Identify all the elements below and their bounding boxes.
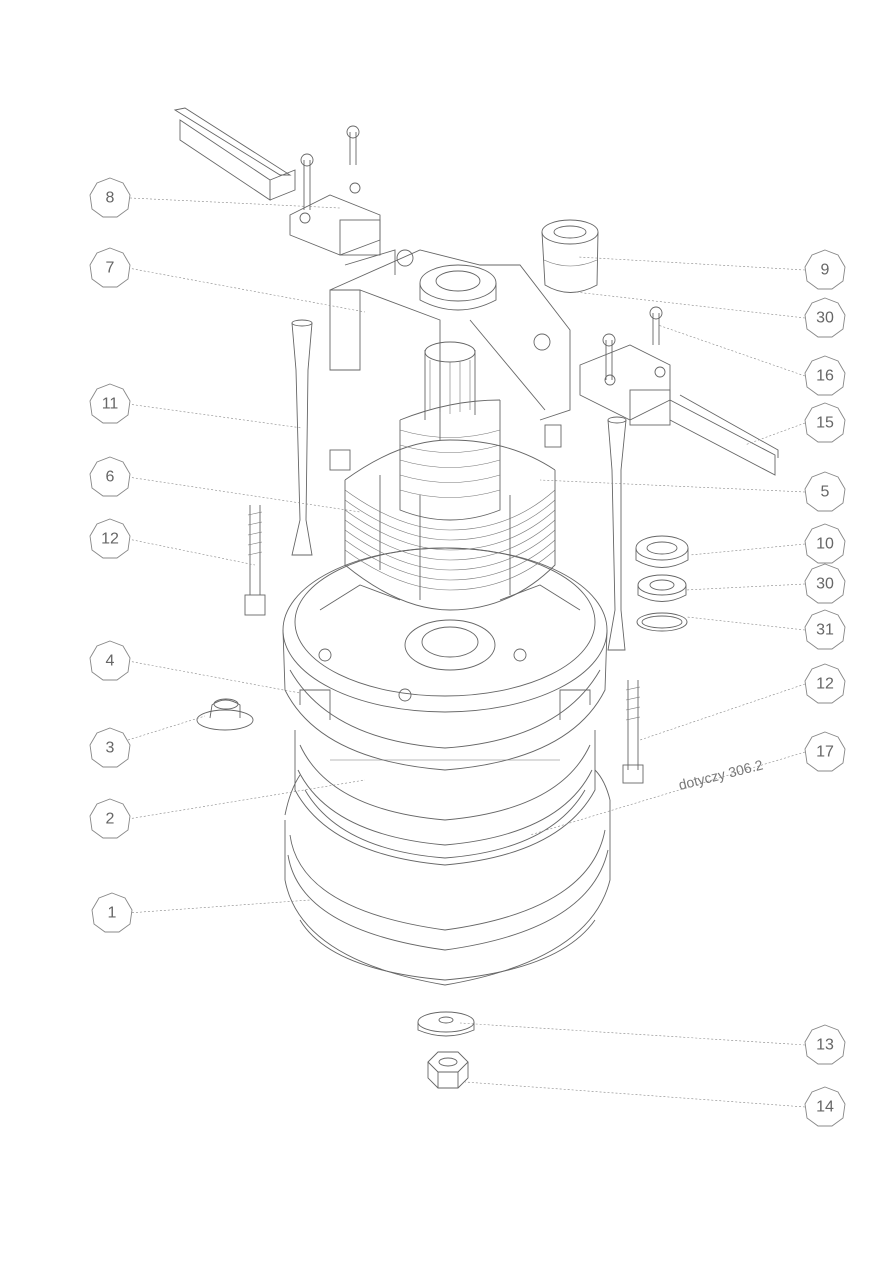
callout-30: 30 — [804, 297, 846, 338]
callout-8: 8 — [89, 177, 131, 218]
upper-housing-part-4 — [282, 547, 608, 771]
note-dotyczy: dotyczy 306.2 — [677, 756, 765, 792]
callout-label: 11 — [102, 396, 119, 413]
callout-label: 12 — [101, 531, 119, 548]
callout-label: 7 — [106, 260, 115, 277]
callout-5: 5 — [804, 471, 846, 512]
callout-label: 2 — [106, 811, 115, 828]
callout-label: 17 — [816, 744, 834, 761]
callout-label: 9 — [821, 262, 830, 279]
callout-label: 31 — [816, 622, 834, 639]
callout-7: 7 — [89, 247, 131, 288]
callout-1: 1 — [91, 892, 133, 933]
leader-lines — [127, 197, 806, 1108]
callout-11: 11 — [89, 383, 131, 424]
callout-14: 14 — [804, 1086, 846, 1127]
callout-12: 12 — [89, 518, 131, 559]
callout-2: 2 — [89, 798, 131, 839]
bearing-cap-part-9 — [541, 219, 599, 293]
bridge-part-7 — [329, 249, 571, 440]
washer-part-13 — [417, 1011, 475, 1037]
callout-label: 13 — [816, 1037, 834, 1054]
callout-label: 1 — [108, 905, 117, 922]
brush-holder-part-8 — [173, 107, 381, 256]
foot-part-3 — [196, 698, 254, 731]
callout-12: 12 — [804, 663, 846, 704]
callout-3: 3 — [89, 727, 131, 768]
callout-label: 30 — [816, 310, 834, 327]
callout-label: 3 — [106, 740, 115, 757]
callout-label: 15 — [816, 415, 834, 432]
callout-label: 30 — [816, 576, 834, 593]
filter-ring-part-2 — [294, 730, 596, 866]
tie-rod-part-11 — [291, 319, 627, 651]
bearing-parts-10-30-31 — [635, 535, 689, 632]
callout-4: 4 — [89, 640, 131, 681]
callout-label: 4 — [106, 653, 115, 670]
rotor-part-5 — [399, 341, 501, 521]
callout-label: 6 — [106, 469, 115, 486]
callout-label: 8 — [106, 190, 115, 207]
screw-part-12 — [244, 505, 644, 784]
callout-label: 5 — [821, 484, 830, 501]
nut-part-14 — [427, 1051, 469, 1089]
callout-label: 10 — [816, 536, 834, 553]
callout-label: 14 — [816, 1099, 834, 1116]
callout-13: 13 — [804, 1024, 846, 1065]
callout-30: 30 — [804, 563, 846, 604]
brush-holder-part-15 — [579, 306, 779, 476]
callout-17: 17 — [804, 731, 846, 772]
callout-6: 6 — [89, 456, 131, 497]
housing-part-1 — [284, 769, 611, 986]
callout-9: 9 — [804, 249, 846, 290]
stator-part-6 — [329, 424, 562, 611]
callout-16: 16 — [804, 355, 846, 396]
callout-label: 16 — [816, 368, 834, 385]
callout-label: 12 — [816, 676, 834, 693]
callout-15: 15 — [804, 402, 846, 443]
callout-31: 31 — [804, 609, 846, 650]
callout-10: 10 — [804, 523, 846, 564]
